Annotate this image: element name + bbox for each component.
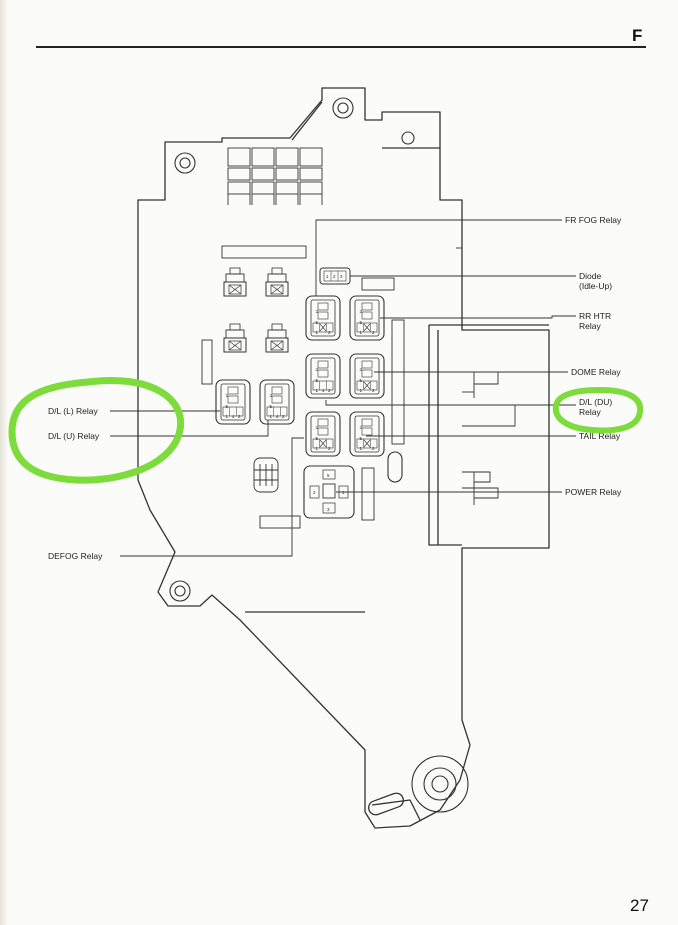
pin-label: 3 — [360, 309, 363, 314]
label-dl-l-relay: D/L (L) Relay — [48, 406, 99, 416]
relay-dl-l: 3 5 1 4 2 — [215, 379, 251, 425]
fuse-grid — [201, 147, 462, 529]
pin-label: 5 — [327, 473, 330, 478]
pin-label: 3 — [360, 367, 363, 372]
highlight-circle-right — [552, 386, 644, 434]
pin-label: 3 — [316, 425, 319, 430]
leader-lines — [110, 219, 576, 557]
pin-label: 5 — [226, 404, 229, 409]
label-defog-relay: DEFOG Relay — [48, 551, 103, 561]
multipin-connector — [253, 457, 279, 493]
small-relay-slots — [223, 267, 289, 353]
pin-label: 1 — [316, 446, 319, 451]
pin-label: 5 — [270, 404, 273, 409]
pin-label: 4 — [232, 414, 235, 419]
pin-label: 1 — [360, 330, 363, 335]
relay-dl-u: 3 5 1 4 2 — [259, 379, 295, 425]
pin-label: 1 — [270, 414, 273, 419]
page-binding-edge — [0, 0, 8, 925]
pin-label: 4 — [322, 388, 325, 393]
label-tail-relay: TAIL Relay — [579, 431, 621, 441]
pin-label: 3 — [327, 507, 330, 512]
relay-fr-fog: 3 5 1 2 — [305, 295, 341, 341]
highlight-circle-left — [8, 377, 185, 484]
label-dome-relay: DOME Relay — [571, 367, 621, 377]
label-rr-htr: RR HTR — [579, 311, 611, 321]
pin-label: 1 — [326, 274, 329, 279]
page-number: 27 — [630, 896, 649, 915]
pin-label: 2 — [328, 388, 331, 393]
header-rule — [36, 46, 646, 48]
housing-outline — [137, 87, 550, 829]
relay-defog: 3 5 1 2 — [305, 411, 341, 457]
pin-label: 3 — [316, 309, 319, 314]
label-fr-fog-relay: FR FOG Relay — [565, 215, 622, 225]
pin-label: 5 — [316, 436, 319, 441]
relay-rr-htr: 3 5 1 2 — [349, 295, 385, 341]
pin-label: 2 — [313, 490, 316, 495]
pin-label: 3 — [360, 425, 363, 430]
label-rr-htr-relay: Relay — [579, 321, 601, 331]
highlight-circles — [8, 377, 644, 484]
pin-label: 2 — [282, 414, 285, 419]
pin-label: 1 — [360, 446, 363, 451]
pin-label: 5 — [360, 378, 363, 383]
section-letter: F — [632, 26, 643, 45]
pin-label: 2 — [333, 274, 336, 279]
pin-label: 1 — [316, 388, 319, 393]
pin-label: 1 — [360, 388, 363, 393]
connector-ribs — [462, 371, 516, 505]
pin-label: 2 — [328, 330, 331, 335]
pin-label: 1 — [226, 414, 229, 419]
relay-dome: 3 5 1 2 — [349, 353, 385, 399]
pin-label: 3 — [340, 274, 343, 279]
label-diode-idle-up: (Idle-Up) — [579, 281, 612, 291]
label-dl-u-relay: D/L (U) Relay — [48, 431, 100, 441]
pin-label: 2 — [372, 388, 375, 393]
pin-label: 5 — [360, 320, 363, 325]
pin-label: 5 — [316, 320, 319, 325]
relay-unlabeled-center: 3 5 1 4 2 — [305, 353, 341, 399]
pin-label: 1 — [316, 330, 319, 335]
label-dl-du: D/L (DU) — [579, 397, 612, 407]
mounting-holes — [169, 97, 469, 813]
label-power-relay: POWER Relay — [565, 487, 622, 497]
pin-label: 5 — [360, 436, 363, 441]
pin-label: 3 — [226, 393, 229, 398]
pin-label: 3 — [316, 367, 319, 372]
label-dl-du-relay: Relay — [579, 407, 601, 417]
diode-connector: 1 2 3 — [319, 267, 351, 285]
pin-label: 3 — [270, 393, 273, 398]
pin-label: 2 — [328, 446, 331, 451]
label-diode: Diode — [579, 271, 601, 281]
pin-label: 5 — [316, 378, 319, 383]
relay-tail: 3 5 1 2 — [349, 411, 385, 457]
pin-label: 1 — [342, 490, 345, 495]
pin-label: 2 — [372, 330, 375, 335]
pin-label: 2 — [238, 414, 241, 419]
pin-label: 2 — [372, 446, 375, 451]
pin-label: 4 — [276, 414, 279, 419]
